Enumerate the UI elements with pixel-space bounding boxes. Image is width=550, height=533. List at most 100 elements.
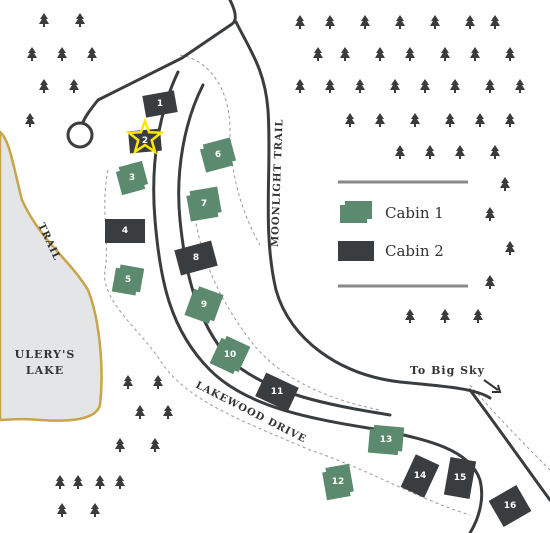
pine-tree-icon [163,405,173,419]
pine-tree-icon [295,15,305,29]
pine-tree-icon [505,241,515,255]
pine-tree-icon [465,15,475,29]
pine-tree-icon [325,15,335,29]
cabin-number: 9 [201,300,207,310]
road-east-spur [468,388,550,502]
pine-tree-icon [115,475,125,489]
cabin-10[interactable]: 10 [209,334,251,376]
pine-tree-icon [425,145,435,159]
pine-tree-icon [123,375,133,389]
svg-text:ULERY'S: ULERY'S [15,348,76,361]
pine-tree-icon [440,309,450,323]
pine-tree-icon [485,79,495,93]
cabin-13[interactable]: 13 [367,424,405,456]
pine-tree-icon [115,438,125,452]
pine-tree-icon [405,47,415,61]
cabin-8[interactable]: 8 [174,240,218,276]
pine-tree-icon [153,375,163,389]
moonlight-trail-road [234,20,492,400]
pine-trees [25,13,525,517]
cabin-9[interactable]: 9 [184,285,224,325]
ulerys-lake [0,130,103,422]
pine-tree-icon [25,113,35,127]
pine-tree-icon [27,47,37,61]
pine-tree-icon [475,113,485,127]
pine-tree-icon [57,47,67,61]
pine-tree-icon [75,13,85,27]
cabin-number: 14 [414,471,427,481]
cabin-7[interactable]: 7 [186,186,223,222]
cabin-14[interactable]: 14 [400,454,440,498]
pine-tree-icon [325,79,335,93]
pine-tree-icon [473,309,483,323]
svg-text:LAKE: LAKE [26,364,64,377]
cabin-1[interactable]: 1 [142,90,178,118]
dashed-trails [104,54,550,516]
legend-label: Cabin 2 [385,242,444,260]
cabin-number: 12 [332,477,345,487]
pine-tree-icon [430,15,440,29]
cabin-number: 13 [380,435,393,445]
legend-item-cabin2: Cabin 2 [338,241,444,261]
cabin-number: 6 [215,150,221,160]
cabin-number: 8 [193,253,199,263]
pine-tree-icon [375,113,385,127]
cabin-4[interactable]: 4 [105,219,145,243]
pine-tree-icon [39,79,49,93]
star-icon[interactable] [125,117,165,155]
cabin-3[interactable]: 3 [115,160,149,196]
pine-tree-icon [455,145,465,159]
cabin-number: 2 [142,136,148,146]
legend: Cabin 1 Cabin 2 [338,180,468,288]
cabin-number: 10 [224,350,237,360]
pine-tree-icon [500,177,510,191]
pine-tree-icon [295,79,305,93]
pine-tree-icon [505,47,515,61]
cabin-16[interactable]: 16 [488,485,532,527]
pine-tree-icon [73,475,83,489]
cabin-5[interactable]: 5 [111,264,145,296]
pine-tree-icon [55,475,65,489]
pine-tree-icon [150,438,160,452]
pine-tree-icon [340,47,350,61]
pine-tree-icon [313,47,323,61]
cul-de-sac [66,121,94,149]
cabin-number: 7 [201,199,207,209]
pine-tree-icon [485,275,495,289]
pine-tree-icon [405,309,415,323]
cabin-12[interactable]: 12 [321,463,354,501]
pine-tree-icon [355,79,365,93]
pine-tree-icon [95,475,105,489]
pine-tree-icon [515,79,525,93]
cabin-15[interactable]: 15 [443,457,477,499]
cabin-6[interactable]: 6 [199,137,237,173]
pine-tree-icon [390,79,400,93]
legend-label: Cabin 1 [385,204,444,222]
pine-tree-icon [490,145,500,159]
pine-tree-icon [505,113,515,127]
cabin-number: 11 [271,387,284,397]
cabin2-swatch [338,241,374,261]
cabin-11[interactable]: 11 [255,372,299,412]
cabin-number: 3 [129,173,135,183]
pine-tree-icon [135,405,145,419]
pine-tree-icon [490,15,500,29]
pine-tree-icon [420,79,430,93]
legend-item-cabin1: Cabin 1 [340,201,444,223]
pine-tree-icon [57,503,67,517]
to-big-sky-label: To Big Sky [410,364,485,377]
pine-tree-icon [440,47,450,61]
pine-tree-icon [360,15,370,29]
arrow-icon [483,379,502,393]
pine-tree-icon [90,503,100,517]
moonlight-trail-label: MOONLIGHT TRAIL [270,118,285,247]
cabin-number: 4 [122,226,128,236]
pine-tree-icon [345,113,355,127]
pine-tree-icon [485,207,495,221]
pine-tree-icon [87,47,97,61]
pine-tree-icon [395,145,405,159]
cabin1-swatch [340,201,372,223]
roads [66,0,550,533]
